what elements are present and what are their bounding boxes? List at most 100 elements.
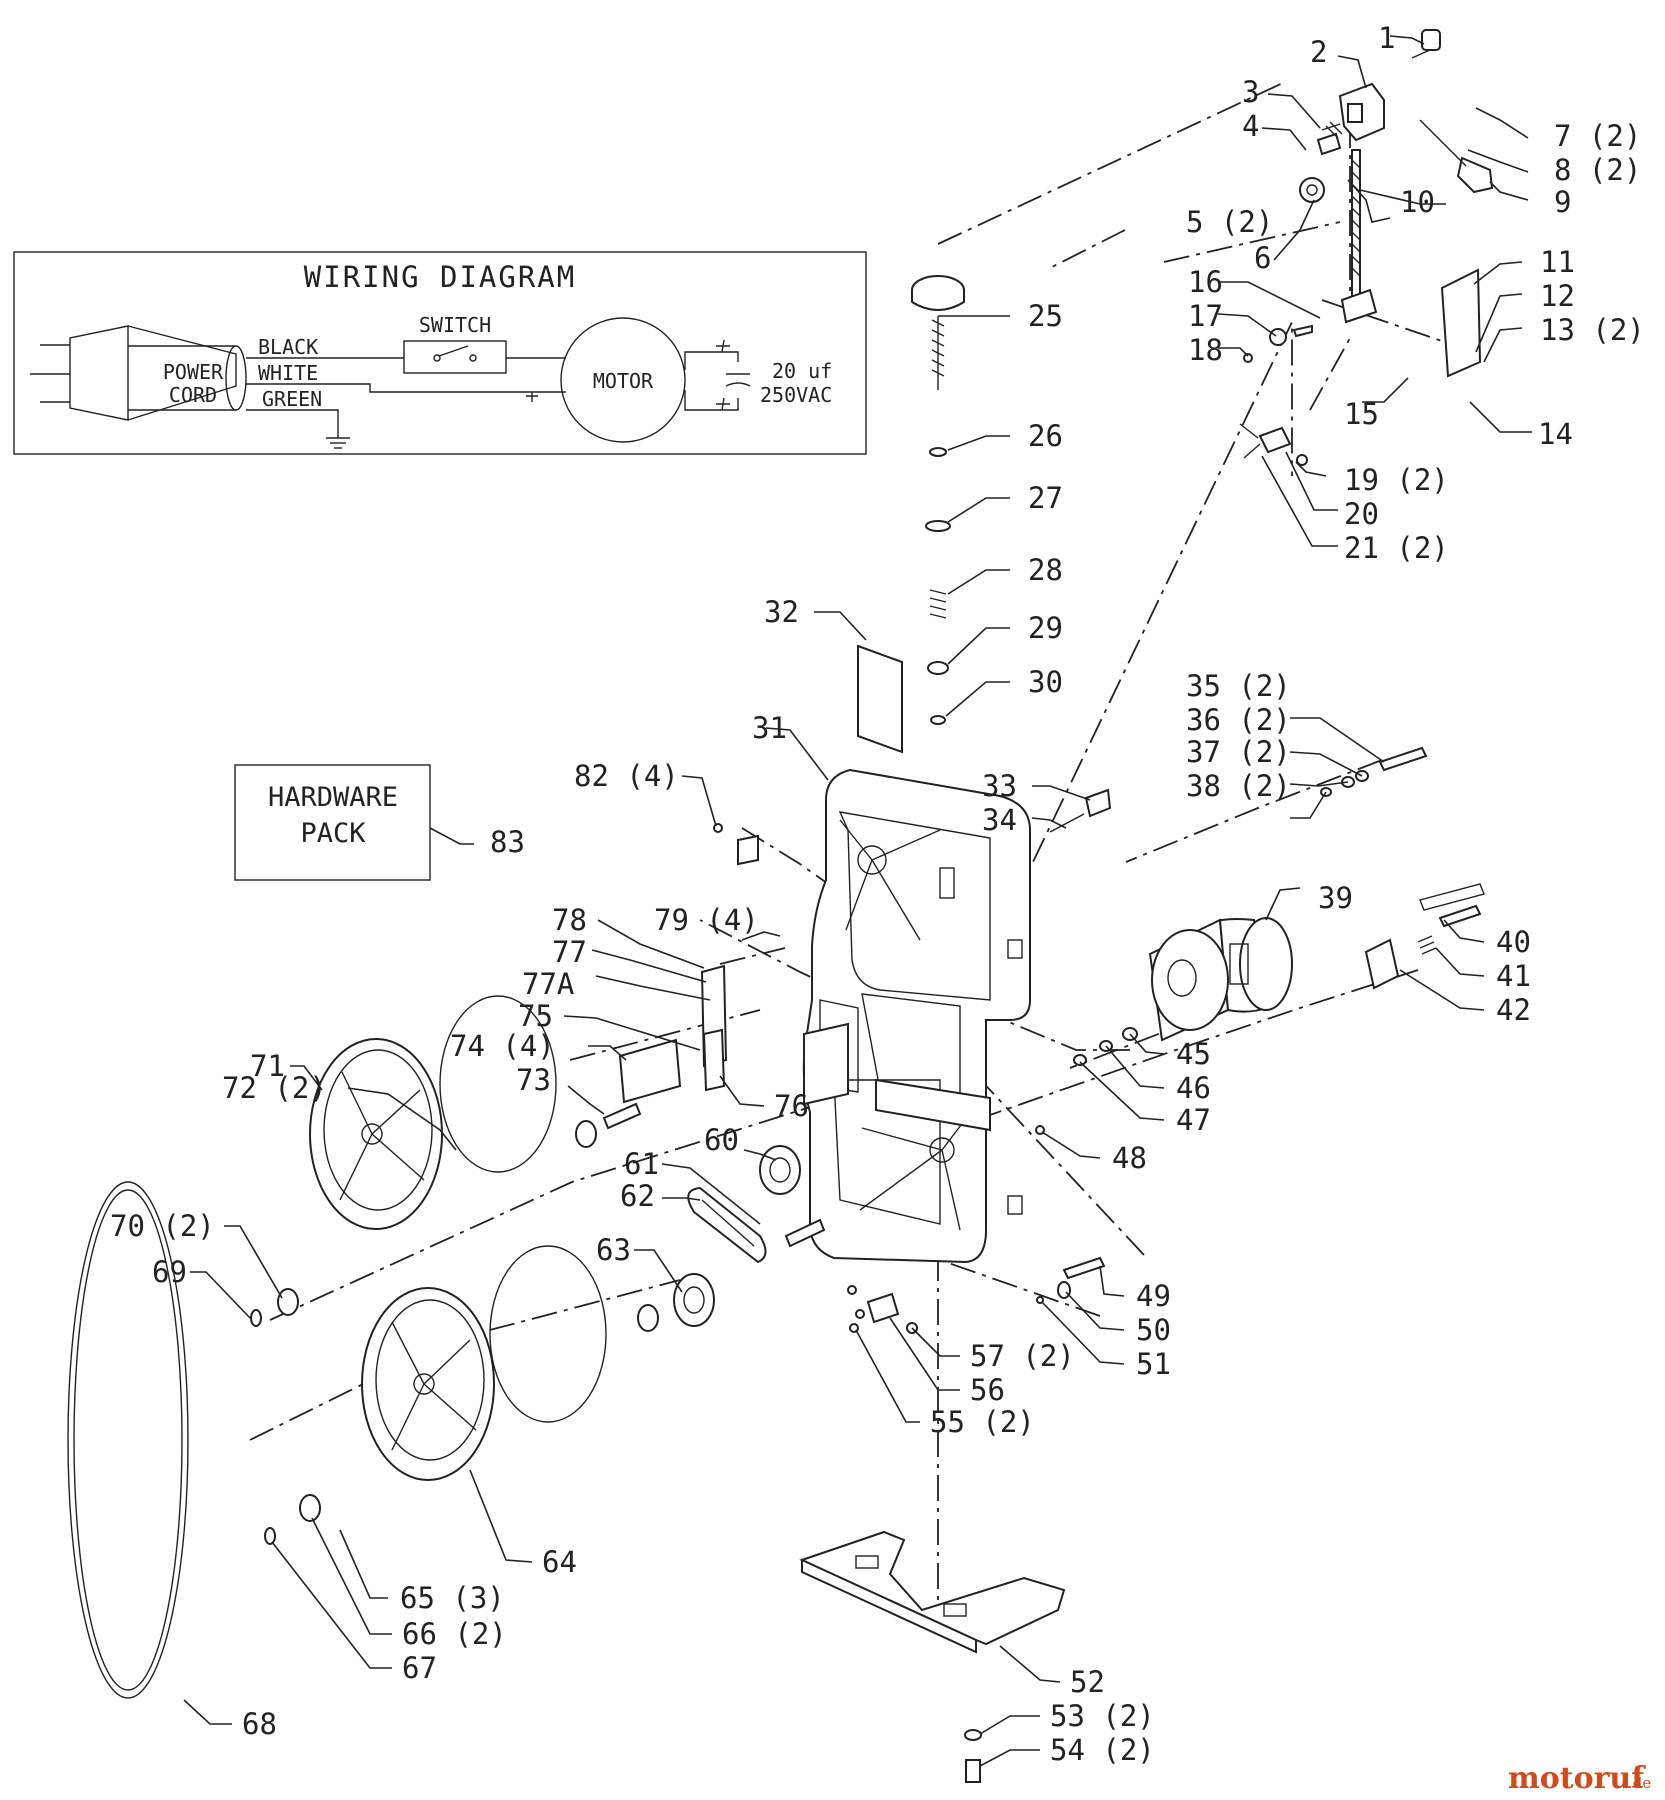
shaft-61 <box>784 1218 826 1248</box>
part-label: 67 <box>402 1651 437 1685</box>
motor-symbol: MOTOR <box>560 317 686 443</box>
part-label: 47 <box>1176 1103 1211 1137</box>
part-label: 18 <box>1188 333 1223 367</box>
main-frame <box>802 768 1031 1264</box>
part-label: 39 <box>1318 881 1353 915</box>
tracking-parts-49-51 <box>1036 1256 1106 1304</box>
switch-label: SWITCH <box>419 313 491 337</box>
pulley-60 <box>759 1145 801 1195</box>
part-label: 10 <box>1400 185 1435 219</box>
part-label: 66 (2) <box>402 1617 507 1651</box>
part-label: 70 (2) <box>110 1209 215 1243</box>
part-label: 52 <box>1070 1665 1105 1699</box>
part-label: 32 <box>764 595 799 629</box>
power-cord-label-2: CORD <box>169 383 217 407</box>
part-label: 40 <box>1496 925 1531 959</box>
part-label: 12 <box>1540 279 1575 313</box>
part-label: 7 (2) <box>1554 119 1641 153</box>
part-label: 75 <box>518 999 553 1033</box>
part-label: 26 <box>1028 419 1063 453</box>
part-label: 77 <box>552 935 587 969</box>
part-label: 38 (2) <box>1186 769 1291 803</box>
watermark-brand: motoruf <box>1508 1761 1646 1796</box>
pulley-63 <box>673 1273 715 1327</box>
bearings <box>250 1120 659 1545</box>
part-label: 29 <box>1028 611 1063 645</box>
tire-72-upper <box>439 995 557 1173</box>
part-label: 54 (2) <box>1050 1733 1155 1767</box>
blade-68-inner <box>73 1189 183 1691</box>
part-label: 3 <box>1242 75 1259 109</box>
part-label: 5 (2) <box>1186 205 1273 239</box>
part-label: 4 <box>1242 109 1259 143</box>
part-label: 46 <box>1176 1071 1211 1105</box>
bolts-35-41 <box>1320 746 1482 955</box>
part-label: 63 <box>596 1233 631 1267</box>
part-label: 49 <box>1136 1279 1171 1313</box>
part-label: 73 <box>516 1063 551 1097</box>
hardware-pack-label-2: PACK <box>300 818 366 849</box>
part-label: 33 <box>982 769 1017 803</box>
part-label: 14 <box>1538 417 1573 451</box>
part-label: 37 (2) <box>1186 735 1291 769</box>
upper-guide-assembly <box>1239 29 1494 466</box>
part-label: 78 <box>552 903 587 937</box>
part-label: 13 (2) <box>1540 313 1645 347</box>
watermark-logo: motoruf .de <box>1508 1761 1651 1796</box>
shaft-73 <box>602 1102 642 1130</box>
part-label: 83 <box>490 825 525 859</box>
part-label: 53 (2) <box>1050 1699 1155 1733</box>
part-label: 20 <box>1344 497 1379 531</box>
wiring-title: WIRING DIAGRAM <box>304 260 576 294</box>
part-label: 64 <box>542 1545 577 1579</box>
capacitor-value-2: 250VAC <box>760 383 832 407</box>
wire-white-label: WHITE <box>258 361 318 385</box>
part-label: 76 <box>774 1089 809 1123</box>
part-label: 17 <box>1188 299 1223 333</box>
part-label: 34 <box>982 803 1017 837</box>
part-label: 79 (4) <box>654 903 759 937</box>
part-label: 25 <box>1028 299 1063 333</box>
lower-guide-assembly-56 <box>847 1285 918 1334</box>
part-label: 15 <box>1344 397 1379 431</box>
guide-plates <box>618 834 759 1104</box>
part-label: 48 <box>1112 1141 1147 1175</box>
tension-assembly <box>857 275 965 754</box>
part-label: 19 (2) <box>1344 463 1449 497</box>
watermark-tld: .de <box>1628 1774 1651 1792</box>
part-label: 57 (2) <box>970 1339 1075 1373</box>
wiring-diagram: WIRING DIAGRAM POWER CORD BLACK WHITE GR… <box>13 251 867 455</box>
ground-icon <box>326 437 350 449</box>
blade-68 <box>67 1181 189 1699</box>
part-label: 9 <box>1554 185 1571 219</box>
part-label: 1 <box>1378 21 1395 55</box>
part-label: 56 <box>970 1373 1005 1407</box>
leader-lines <box>183 35 1532 1767</box>
wire-black-label: BLACK <box>258 335 318 359</box>
part-label: 21 (2) <box>1344 531 1449 565</box>
part-label: 61 <box>624 1147 659 1181</box>
part-label: 55 (2) <box>930 1405 1035 1439</box>
part-label: 6 <box>1254 241 1271 275</box>
lower-wheel-64 <box>361 1287 495 1481</box>
power-plug-icon <box>30 325 237 421</box>
capacitor-value-1: 20 uf <box>772 359 832 383</box>
part-label: 30 <box>1028 665 1063 699</box>
knob-33-34 <box>713 788 1112 833</box>
part-label: 72 (2) <box>222 1071 327 1105</box>
part-label: 42 <box>1496 993 1531 1027</box>
part-label: 74 (4) <box>450 1029 555 1063</box>
fasteners-45-48 <box>1035 1027 1138 1135</box>
part-label: 35 (2) <box>1186 669 1291 703</box>
part-label: 68 <box>242 1707 277 1741</box>
part-label: 2 <box>1310 35 1327 69</box>
hardware-pack-box: HARDWARE PACK <box>234 764 431 881</box>
part-label: 36 (2) <box>1186 703 1291 737</box>
part-label: 69 <box>152 1255 187 1289</box>
part-label: 60 <box>704 1123 739 1157</box>
part-label: 82 (4) <box>574 759 679 793</box>
upper-wheel-71 <box>309 1038 443 1230</box>
part-label: 77A <box>522 967 574 1001</box>
drive-pulley-42 <box>1364 883 1485 990</box>
